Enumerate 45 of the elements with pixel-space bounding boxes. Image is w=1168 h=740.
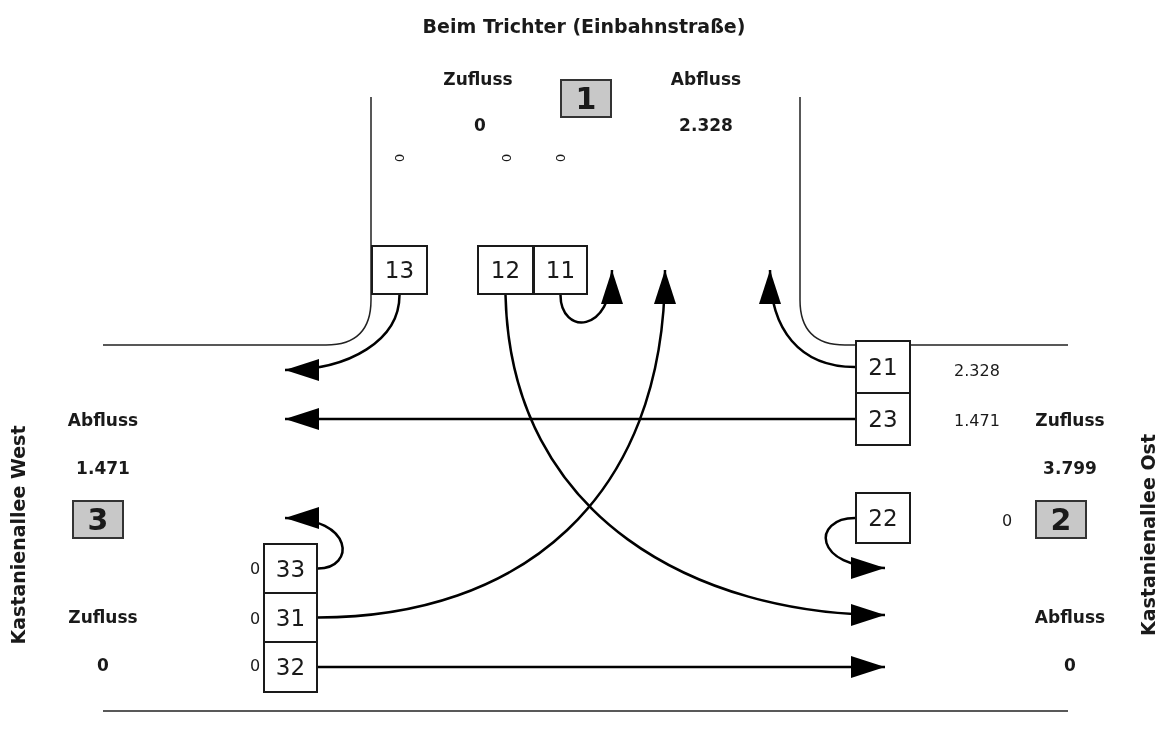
- zone-number-box: 1: [560, 79, 612, 118]
- arrow: [559, 269, 621, 324]
- flow-label: 0: [474, 115, 486, 135]
- lane-box: 32: [263, 641, 318, 693]
- arrow: [284, 294, 401, 380]
- lane-value: 0: [391, 153, 407, 163]
- flow-label: Zufluss: [1035, 410, 1105, 430]
- lane-box: 31: [263, 592, 318, 643]
- title: Beim Trichter (Einbahnstraße): [422, 15, 746, 37]
- flow-label: Abfluss: [670, 69, 742, 89]
- lane-value: 0: [552, 153, 568, 163]
- flow-label: Zufluss: [443, 69, 513, 89]
- arrow: [285, 408, 855, 430]
- zone-number-box: 2: [1035, 500, 1087, 539]
- lane-box: 11: [533, 245, 588, 295]
- arrow: [317, 269, 675, 619]
- flow-label: 3.799: [1043, 458, 1097, 478]
- lane-box: 22: [855, 492, 911, 544]
- flow-label: Zufluss: [68, 607, 138, 627]
- arrow: [824, 516, 886, 577]
- lane-box: 33: [263, 543, 318, 594]
- arrow: [504, 294, 886, 625]
- lane-value: 2.328: [954, 360, 1000, 380]
- lane-value: 1.471: [954, 410, 1000, 430]
- lane-box: 12: [477, 245, 534, 295]
- arrow: [284, 509, 344, 570]
- zone-number-box: 3: [72, 500, 124, 539]
- arrow: [760, 269, 856, 369]
- lane-box: 13: [371, 245, 428, 295]
- lane-value: 0: [249, 608, 261, 628]
- lane-value: 0: [249, 558, 261, 578]
- lane-value: 0: [1001, 510, 1013, 530]
- street-name: Kastanienallee West: [7, 425, 29, 645]
- lane-box: 21: [855, 340, 911, 394]
- lane-value: 0: [498, 153, 514, 163]
- flow-label: Abfluss: [67, 410, 139, 430]
- flow-label: 0: [97, 655, 109, 675]
- flow-label: 1.471: [76, 458, 130, 478]
- flow-label: 2.328: [679, 115, 733, 135]
- lane-box: 23: [855, 392, 911, 446]
- flow-label: 0: [1064, 655, 1076, 675]
- street-name: Kastanienallee Ost: [1137, 434, 1159, 636]
- lane-value: 0: [249, 655, 261, 675]
- arrow: [318, 656, 885, 678]
- flow-label: Abfluss: [1034, 607, 1106, 627]
